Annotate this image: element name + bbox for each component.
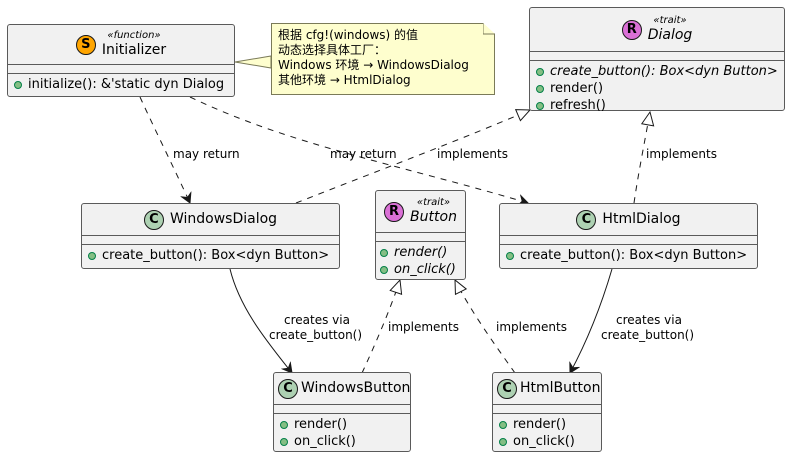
note-line: 动态选择具体工厂： xyxy=(278,43,387,57)
public-visibility-icon xyxy=(380,265,388,274)
class-name: HtmlDialog xyxy=(602,211,681,227)
class-name: WindowsDialog xyxy=(169,211,278,227)
node-html-button[interactable]: C HtmlButton render() on_click() xyxy=(492,372,602,452)
node-header: C HtmlButton xyxy=(493,373,601,405)
methods-compartment: create_button(): Box<dyn Button> xyxy=(82,245,339,268)
stereotype-s-icon: S xyxy=(75,34,96,55)
edge-label-implements-1: implements xyxy=(437,147,508,161)
stereotype-label: «trait» xyxy=(416,197,451,208)
method-item: on_click() xyxy=(380,261,459,278)
class-c-icon: C xyxy=(278,378,298,399)
fields-compartment xyxy=(530,52,784,61)
method-item: refresh() xyxy=(536,97,778,114)
class-name: Initializer xyxy=(101,42,167,58)
method-item: render() xyxy=(280,416,404,433)
node-windows-button[interactable]: C WindowsButton render() on_click() xyxy=(273,372,411,452)
node-windows-dialog[interactable]: C WindowsDialog create_button(): Box<dyn… xyxy=(81,203,340,269)
note-line: 其他环境 → HtmlDialog xyxy=(278,73,411,87)
node-button[interactable]: R «trait» Button render() on_click() xyxy=(375,190,466,280)
public-visibility-icon xyxy=(536,67,544,76)
edge-windowsdialog-windowsbutton xyxy=(229,268,292,373)
node-html-dialog[interactable]: C HtmlDialog create_button(): Box<dyn Bu… xyxy=(499,203,758,269)
node-header: R «trait» Button xyxy=(376,191,465,233)
fields-compartment xyxy=(8,65,234,74)
methods-compartment: create_button(): Box<dyn Button> render(… xyxy=(530,61,784,118)
public-visibility-icon xyxy=(14,80,22,89)
method-item: on_click() xyxy=(499,433,595,450)
edge-label-creates-via-2b: create_button() xyxy=(601,328,694,342)
node-header: C WindowsDialog xyxy=(82,204,339,236)
method-item: render() xyxy=(380,244,459,261)
class-name: HtmlButton xyxy=(520,380,601,396)
methods-compartment: render() on_click() xyxy=(493,414,601,454)
method-item: create_button(): Box<dyn Button> xyxy=(88,247,333,264)
node-header: R «trait» Dialog xyxy=(530,8,784,52)
public-visibility-icon xyxy=(536,84,544,93)
method-item: create_button(): Box<dyn Button> xyxy=(506,247,751,264)
public-visibility-icon xyxy=(499,420,507,429)
note-connector xyxy=(234,55,272,69)
edge-htmldialog-htmlbutton xyxy=(570,268,613,373)
methods-compartment: render() on_click() xyxy=(376,242,465,282)
public-visibility-icon xyxy=(280,420,288,429)
fields-compartment xyxy=(500,236,757,245)
note-line: 根据 cfg!(windows) 的值 xyxy=(278,28,419,42)
public-visibility-icon xyxy=(506,251,514,260)
edge-label-implements-2: implements xyxy=(646,147,717,161)
fields-compartment xyxy=(274,405,410,414)
method-item: initialize(): &'static dyn Dialog xyxy=(14,76,228,93)
method-item: render() xyxy=(536,80,778,97)
methods-compartment: create_button(): Box<dyn Button> xyxy=(500,245,757,268)
public-visibility-icon xyxy=(499,437,507,446)
edge-initializer-windowsdialog xyxy=(139,96,190,203)
edge-label-implements-3: implements xyxy=(388,320,459,334)
public-visibility-icon xyxy=(88,251,96,260)
public-visibility-icon xyxy=(280,437,288,446)
edge-label-creates-via-1b: create_button() xyxy=(269,328,362,342)
node-initializer[interactable]: S «function» Initializer initialize(): &… xyxy=(7,24,235,97)
fields-compartment xyxy=(376,233,465,242)
method-item: render() xyxy=(499,416,595,433)
edge-label-implements-4: implements xyxy=(496,320,567,334)
edge-windowsbutton-button xyxy=(361,278,403,374)
public-visibility-icon xyxy=(536,101,544,110)
node-header: S «function» Initializer xyxy=(8,25,234,65)
note-folded-corner-icon xyxy=(483,23,495,35)
fields-compartment xyxy=(82,236,339,245)
edge-htmlbutton-button xyxy=(454,278,516,374)
stereotype-label: «function» xyxy=(107,30,161,41)
method-item: on_click() xyxy=(280,433,404,450)
fields-compartment xyxy=(493,405,601,414)
edge-label-may-return-2: may return xyxy=(330,147,397,161)
node-header: C WindowsButton xyxy=(274,373,410,405)
method-item: create_button(): Box<dyn Button> xyxy=(536,63,778,80)
node-header: C HtmlDialog xyxy=(500,204,757,236)
public-visibility-icon xyxy=(380,248,388,257)
node-dialog[interactable]: R «trait» Dialog create_button(): Box<dy… xyxy=(529,7,785,113)
stereotype-r-icon: R xyxy=(384,201,405,222)
trait-name: Button xyxy=(410,209,457,225)
class-c-icon: C xyxy=(497,378,517,399)
methods-compartment: render() on_click() xyxy=(274,414,410,454)
stereotype-label: «trait» xyxy=(653,15,687,26)
edge-label-creates-via-2a: creates via xyxy=(616,313,682,327)
note: 根据 cfg!(windows) 的值 动态选择具体工厂： Windows 环境… xyxy=(271,23,495,95)
stereotype-r-icon: R xyxy=(621,19,642,40)
class-c-icon: C xyxy=(143,209,164,230)
edge-initializer-htmldialog xyxy=(189,96,528,203)
class-c-icon: C xyxy=(576,209,597,230)
class-name: WindowsButton xyxy=(301,380,411,396)
note-line: Windows 环境 → WindowsDialog xyxy=(278,58,469,72)
methods-compartment: initialize(): &'static dyn Dialog xyxy=(8,74,234,97)
edge-label-creates-via-1a: creates via xyxy=(284,313,350,327)
edge-label-may-return-1: may return xyxy=(173,147,240,161)
trait-name: Dialog xyxy=(647,27,693,43)
